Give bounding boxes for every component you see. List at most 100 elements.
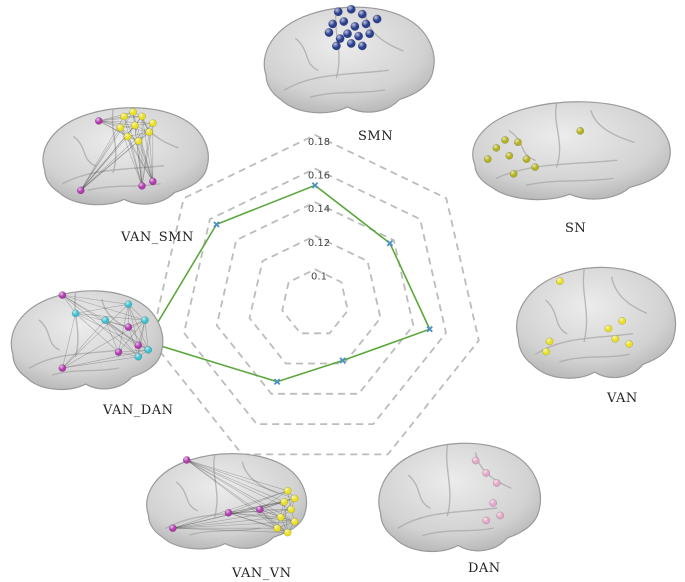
sulcus-0 [214,456,217,518]
node-highlight [183,456,191,464]
connection-edge [105,319,139,357]
node-highlight [124,300,132,308]
node-highlight [531,163,539,171]
node-layer [483,127,585,178]
node-highlight [347,5,356,14]
grid-ring-0.12 [248,234,382,365]
connection-edge [98,120,150,133]
connection-edge [128,304,149,350]
tick-label-0.14: 0.14 [308,204,330,215]
sulcus-1 [166,511,263,529]
brain-lateral-icon [517,267,676,378]
node-layer [76,108,157,195]
sulcus-2 [546,300,567,333]
connection-edge [172,509,292,529]
node-highlight [256,505,264,514]
tick-label-0.16: 0.16 [308,171,330,182]
node-highlight [492,144,500,152]
category-labels: SMN SN VAN DAN VAN_VN VAN_DAN VAN_SMN [102,129,637,581]
node-highlight [350,22,360,31]
sulcus-0 [583,270,586,342]
connection-edge [138,140,154,182]
node-highlight [149,177,157,185]
node-highlight [58,291,66,299]
node-highlight [280,498,288,506]
connection-edge [118,320,146,353]
connection-edge [128,326,139,357]
node-highlight [328,19,337,29]
connection-edge [127,136,143,186]
node-highlight [291,518,299,526]
connection-edge [134,125,143,186]
sulcus-3 [242,462,277,493]
connection-edge [98,120,135,126]
node-highlight [101,316,109,324]
node-layer [324,4,382,51]
connection-edge [172,521,295,529]
brain-lateral-icon [264,7,434,113]
node-highlight [224,509,233,517]
node-highlight [273,524,281,532]
node-highlight [358,10,367,19]
sulcus-2 [409,476,430,509]
label-sn: SN [565,221,586,236]
label-smn: SMN [358,129,393,144]
connection-edge [98,116,125,122]
connection-edge [80,136,128,191]
grid-ring-0.16 [183,167,447,426]
sulcus-4 [560,354,629,362]
connection-edge [123,116,143,186]
node-highlight [545,337,554,345]
node-highlight [514,138,522,146]
connection-edge [141,116,154,182]
connection-edge [105,319,129,328]
connection-edge [186,459,278,529]
node-highlight [522,155,531,163]
label-van-dan: VAN_DAN [102,403,173,418]
connection-edge [259,509,288,533]
node-highlight [134,137,142,145]
connection-edge [75,313,139,346]
grid-ring-0.1 [281,268,349,335]
connection-edge [259,509,281,518]
node-highlight [145,128,153,136]
connection-edge [62,294,145,321]
node-highlight [287,505,295,514]
radar-chart: 0.1 0.12 0.14 0.16 0.18 [143,134,480,456]
node-highlight [131,121,139,129]
data-point-van [426,325,433,333]
node-highlight [482,516,490,525]
connection-edge [172,527,288,533]
connection-edge [98,120,128,137]
connection-edge [62,294,76,314]
node-highlight [138,182,146,190]
brain-lateral-icon [473,102,670,200]
brain-sn [473,102,670,200]
connection-edge [259,509,295,522]
sulcus-1 [63,166,164,184]
connection-edge [283,501,288,533]
sulcus-0 [556,104,560,167]
node-highlight [291,494,299,503]
node-highlight [277,513,285,521]
sulcus-3 [612,277,647,313]
brain-lateral-icon [379,443,541,551]
node-highlight [625,340,633,348]
brain-van [517,267,676,378]
node-highlight [343,29,352,38]
connection-edge [186,459,288,492]
node-highlight [339,17,348,26]
node-highlight [493,479,501,487]
connection-edge [186,459,295,499]
connection-edge [141,132,150,186]
node-highlight [134,341,142,349]
connection-edge [127,131,150,137]
node-highlight [372,14,382,24]
connection-edge [118,349,149,353]
connection-edge [98,120,139,142]
node-highlight [58,364,66,372]
label-van-smn: VAN_SMN [120,230,194,245]
connection-edge [186,459,285,503]
sulcus-3 [591,111,634,143]
